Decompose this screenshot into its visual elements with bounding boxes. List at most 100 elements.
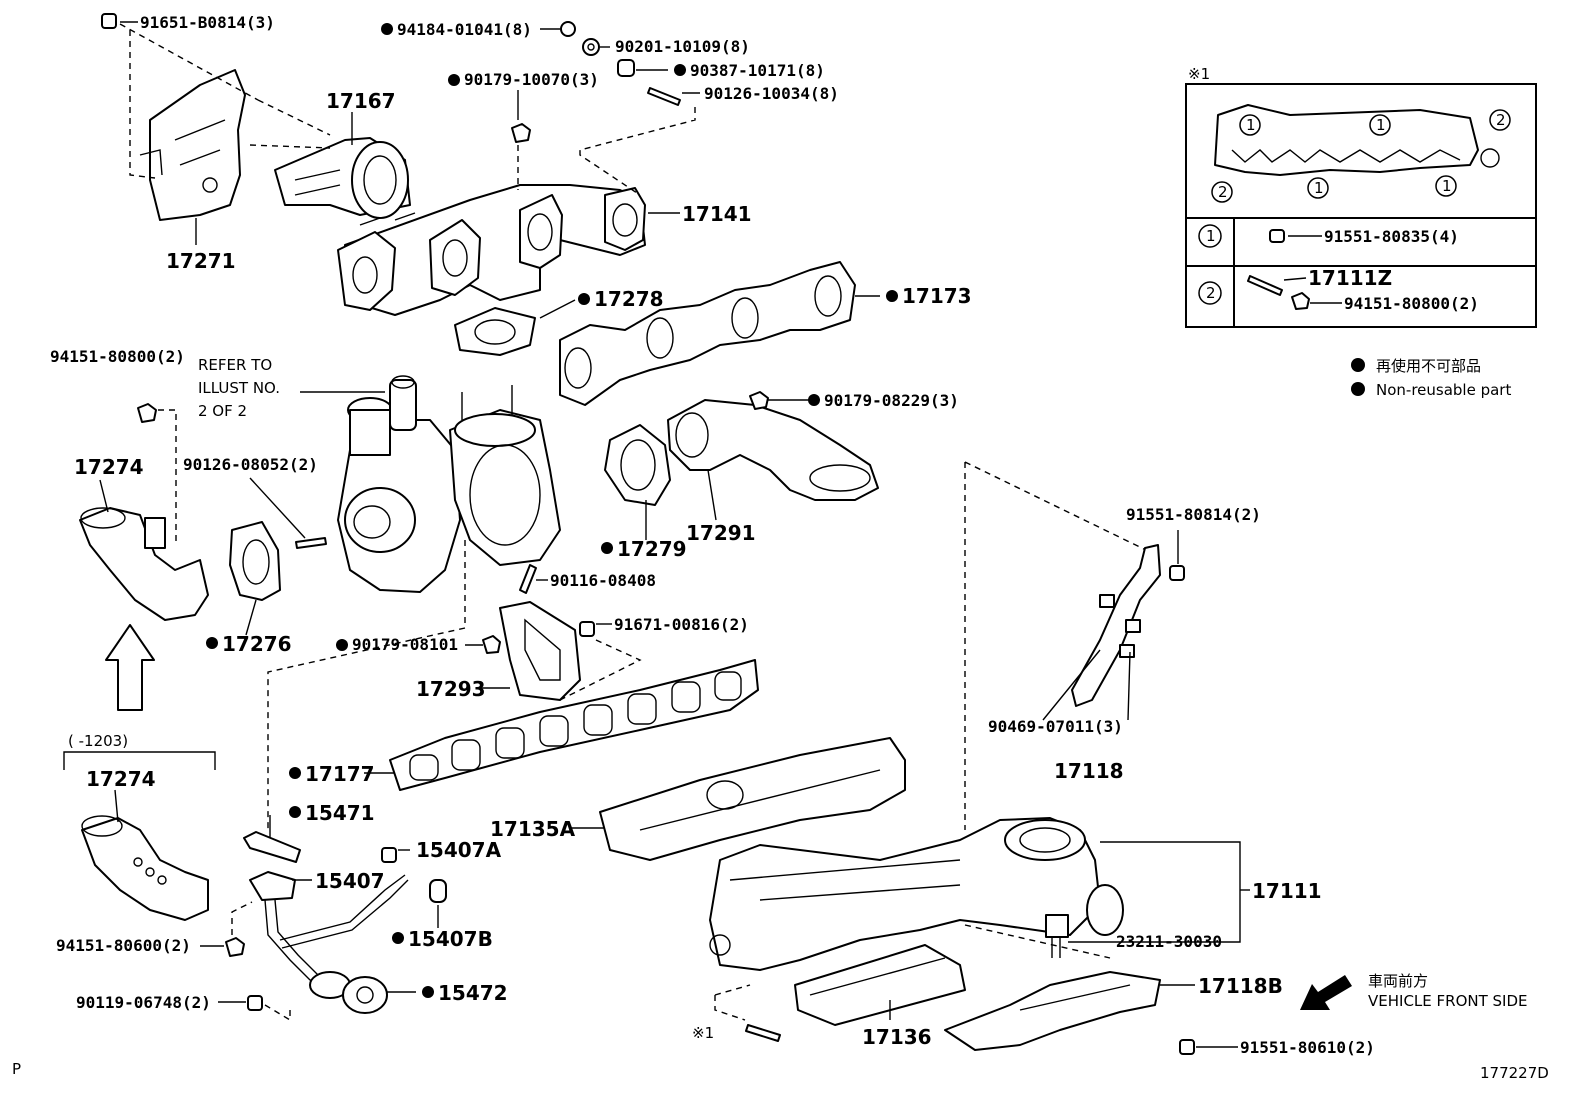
label-refer-2: ILLUST NO. <box>198 379 280 397</box>
gasket-17279 <box>604 424 671 506</box>
page-marker: P <box>12 1060 21 1078</box>
bolt-90119 <box>247 995 263 1011</box>
air-inlet-17274-upper <box>79 507 209 621</box>
bullet-dots <box>206 23 1365 998</box>
stud-90126-08052 <box>295 537 327 549</box>
legend-jp: 再使用不可部品 <box>1376 357 1481 375</box>
label-refer-1: REFER TO <box>198 356 272 374</box>
label-17278: 17278 <box>594 287 664 311</box>
inset-row1-symbol: 1 <box>1206 227 1216 245</box>
air-inlet-17274-lower <box>81 815 209 921</box>
label-90387: 90387-10171(8) <box>690 61 825 80</box>
intake-gasket-17177 <box>389 659 759 791</box>
label-17271: 17271 <box>166 249 236 273</box>
label-17118B: 17118B <box>1198 974 1283 998</box>
bracket-17293 <box>499 601 581 701</box>
wiring-bracket-17118 <box>1071 544 1161 707</box>
inset-circle-d: 2 <box>1218 183 1228 201</box>
nut-94184 <box>560 21 576 37</box>
bolt-15407A <box>381 847 397 863</box>
label-17136: 17136 <box>862 1025 932 1049</box>
legend-en: Non-reusable part <box>1376 381 1511 399</box>
throttle-body-17111 <box>709 817 1124 971</box>
bolt-91551-80610 <box>1179 1039 1195 1055</box>
diagram-id: 177227D <box>1480 1064 1549 1082</box>
label-90126-08052: 90126-08052(2) <box>183 455 318 474</box>
egr-pipe-15407 <box>249 871 409 999</box>
label-17173: 17173 <box>902 284 972 308</box>
label-refer-3: 2 OF 2 <box>198 402 247 420</box>
label-15407: 15407 <box>315 869 385 893</box>
label-94151-80600: 94151-80600(2) <box>56 936 191 955</box>
label-91671: 91671-00816(2) <box>614 615 749 634</box>
label-91651: 91651-B0814(3) <box>140 13 275 32</box>
label-15471: 15471 <box>305 801 375 825</box>
cover-17136 <box>794 944 966 1026</box>
bolt-91651 <box>101 13 117 29</box>
bolt-91671 <box>579 621 595 637</box>
label-17276: 17276 <box>222 632 292 656</box>
plate-15471 <box>243 831 301 863</box>
label-17135A: 17135A <box>490 817 576 841</box>
gasket-15472 <box>342 976 388 1014</box>
inset-row2-symbol: 2 <box>1206 284 1216 302</box>
exhaust-pipe-17291 <box>667 399 879 501</box>
label-15407B: 15407B <box>408 927 493 951</box>
stud-90116 <box>519 564 537 594</box>
label-17167: 17167 <box>326 89 396 113</box>
range-bracket <box>63 751 216 770</box>
label-17274-lower: 17274 <box>86 767 156 791</box>
nut-94151-80600 <box>225 937 245 957</box>
intake-manifold-17135A <box>599 737 906 861</box>
nut-90179-10070 <box>511 123 531 143</box>
label-17141: 17141 <box>682 202 752 226</box>
stud-ref-1 <box>745 1024 781 1042</box>
cover-17118B <box>944 971 1161 1051</box>
label-17177: 17177 <box>305 762 375 786</box>
label-17111: 17111 <box>1252 879 1322 903</box>
inset-labels: ※1 1 1 2 2 1 1 1 91551-80835(4) 2 17111Z… <box>1188 65 1506 313</box>
label-90179-10070: 90179-10070(3) <box>464 70 599 89</box>
bolt-91551-80814 <box>1169 565 1185 581</box>
part-labels: 91651-B0814(3) 94184-01041(8) 90201-1010… <box>12 13 1549 1082</box>
label-91551-80814: 91551-80814(2) <box>1126 505 1261 524</box>
legend: 再使用不可部品 Non-reusable part <box>1376 357 1511 399</box>
label-ref-mark: ※1 <box>692 1024 714 1042</box>
vehicle-front-arrow <box>1300 975 1352 1010</box>
inset-circle-f: 1 <box>1442 177 1452 195</box>
turbocharger <box>337 375 561 593</box>
nut-90179-08229 <box>749 391 769 410</box>
label-23211: 23211-30030 <box>1116 932 1222 951</box>
label-90469: 90469-07011(3) <box>988 717 1123 736</box>
label-15407A: 15407A <box>416 838 502 862</box>
label-17293: 17293 <box>416 677 486 701</box>
inset-circle-e: 1 <box>1314 179 1324 197</box>
label-90119: 90119-06748(2) <box>76 993 211 1012</box>
inset-circle-a: 1 <box>1246 116 1256 134</box>
inset-circle-c: 2 <box>1496 111 1506 129</box>
label-17279: 17279 <box>617 537 687 561</box>
stud-90126-10034 <box>647 87 681 106</box>
inset-circle-b: 1 <box>1376 116 1386 134</box>
gasket-17276 <box>229 521 281 601</box>
label-94184: 94184-01041(8) <box>397 20 532 39</box>
inset-title: ※1 <box>1188 65 1210 83</box>
washer-90201 <box>582 38 600 56</box>
spacer-90387 <box>617 59 635 77</box>
label-90179-08101: 90179-08101 <box>352 635 458 654</box>
inset-row1-part: 91551-80835(4) <box>1324 227 1459 246</box>
label-front-en: VEHICLE FRONT SIDE <box>1368 992 1528 1010</box>
label-front-jp: 車両前方 <box>1368 972 1428 990</box>
label-17118: 17118 <box>1054 759 1124 783</box>
nut-94151-top <box>137 403 157 423</box>
gasket-17173 <box>559 261 856 406</box>
label-range: ( -1203) <box>68 732 128 750</box>
inset-row2-part-b: 94151-80800(2) <box>1344 294 1479 313</box>
heat-shield-17271 <box>139 69 246 221</box>
label-90116: 90116-08408 <box>550 571 656 590</box>
inset-box <box>1185 83 1537 328</box>
heat-insulator-17167 <box>274 137 411 219</box>
label-15472: 15472 <box>438 981 508 1005</box>
inset-row2-part-a: 17111Z <box>1308 266 1392 290</box>
